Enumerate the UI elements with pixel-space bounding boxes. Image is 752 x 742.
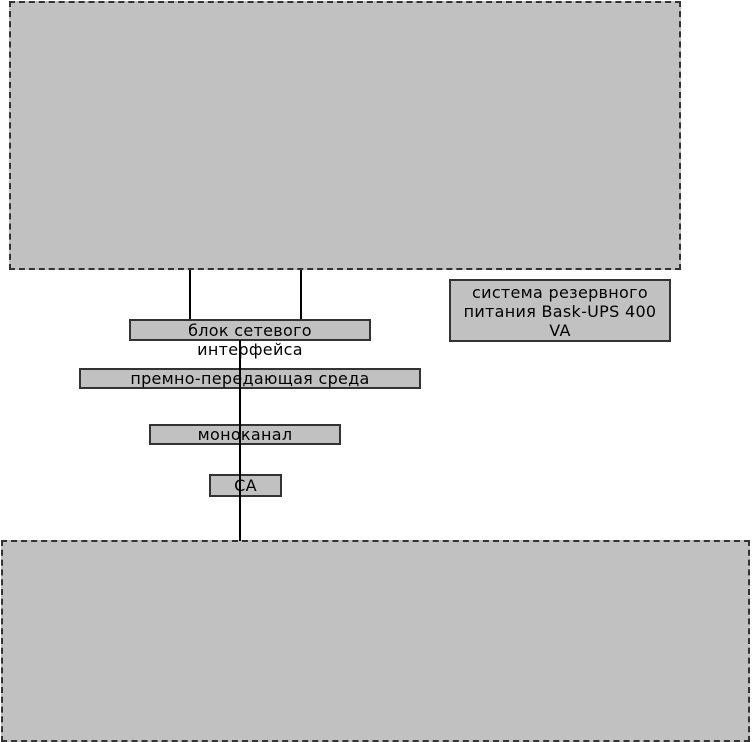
network-interface-label: блок сетевого интерфейса (188, 321, 312, 359)
connector-line-left (189, 270, 191, 320)
backup-power-box: система резервного питания Bask-UPS 400 … (449, 279, 671, 342)
transmission-medium-label: премно-передающая среда (130, 369, 370, 388)
connector-line-right (300, 270, 302, 320)
subscriber-adapter-label: СА (234, 476, 257, 495)
top-system-region (9, 1, 681, 270)
network-interface-box: блок сетевого интерфейса (129, 319, 371, 359)
bottom-system-region (1, 540, 750, 742)
connector-line-center (239, 340, 241, 541)
monochannel-box: моноканал (149, 424, 341, 445)
subscriber-adapter-box: СА (209, 474, 282, 497)
transmission-medium-box: премно-передающая среда (79, 368, 421, 389)
backup-power-label: система резервного питания Bask-UPS 400 … (463, 282, 657, 340)
monochannel-label: моноканал (197, 425, 293, 444)
